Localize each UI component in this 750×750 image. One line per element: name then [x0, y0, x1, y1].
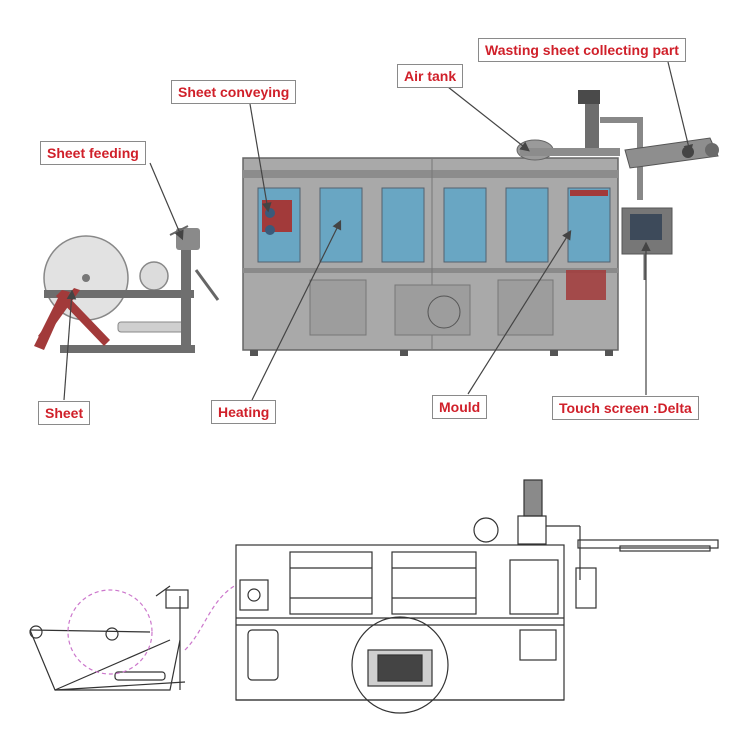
- label-touch-screen: Touch screen :Delta: [552, 396, 699, 420]
- label-air-tank: Air tank: [397, 64, 464, 88]
- label-sheet-conveying: Sheet conveying: [171, 80, 297, 104]
- top-machine: [34, 90, 719, 356]
- feeder-unit: [34, 225, 220, 353]
- bottom-line-drawing: [29, 479, 719, 714]
- sheet-roll-outline: [67, 589, 153, 675]
- label-wasting-sheet: Wasting sheet collecting part: [478, 38, 686, 62]
- label-heating: Heating: [211, 400, 277, 424]
- label-mould: Mould: [432, 395, 488, 419]
- leader-lines: [63, 61, 693, 401]
- machine-frame-drawing: [235, 544, 565, 714]
- label-sheet-feeding: Sheet feeding: [40, 141, 146, 165]
- label-sheet: Sheet: [38, 401, 91, 425]
- sheet-path-dashed: [184, 584, 237, 651]
- waste-collector: [578, 90, 719, 200]
- main-machine-body: [242, 157, 619, 356]
- feeder-stand-drawing: [29, 585, 189, 691]
- top-assembly-drawing: [473, 479, 719, 609]
